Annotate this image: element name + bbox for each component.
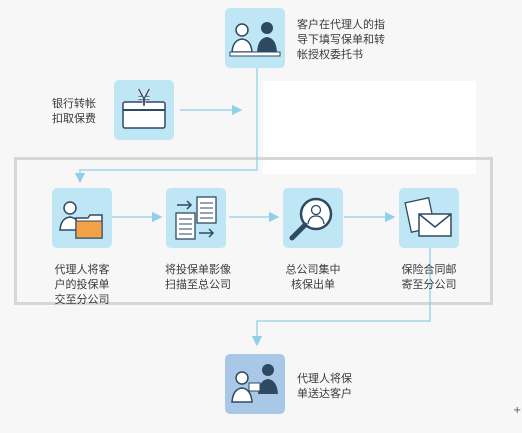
document-scan-icon: [166, 188, 226, 248]
arrow-contract-to-delivery: [251, 248, 431, 347]
deliver-policy-label: 代理人将保 单送达客户: [297, 372, 352, 400]
magnifier-person-icon: [283, 188, 343, 248]
corner-mark: +: [513, 405, 522, 416]
bank-transfer-label: 银行转帐 扣取保费: [52, 97, 96, 125]
head-office-review-label: 总公司集中 核保出单: [285, 263, 341, 291]
scan-upload-label: 将投保单影像 扫描至总公司: [165, 263, 231, 291]
person-folder-icon: [52, 188, 112, 248]
customer-agent-icon: [225, 8, 285, 68]
customer-fills-label: 客户在代理人的指 导下填写保单和转 帐授权委托书: [297, 18, 385, 61]
envelope-icon: [399, 188, 459, 248]
agent-submits-label: 代理人将客 户的投保单 交至分公司: [54, 263, 110, 306]
handover-icon: [225, 354, 285, 414]
arrow-customer-to-branch: [74, 66, 258, 184]
svg-text:¥: ¥: [136, 84, 151, 112]
branch-process-frame: [14, 157, 493, 305]
mail-contract-label: 保险合同邮 寄至分公司: [401, 263, 457, 291]
yen-card-icon: ¥: [114, 80, 174, 140]
